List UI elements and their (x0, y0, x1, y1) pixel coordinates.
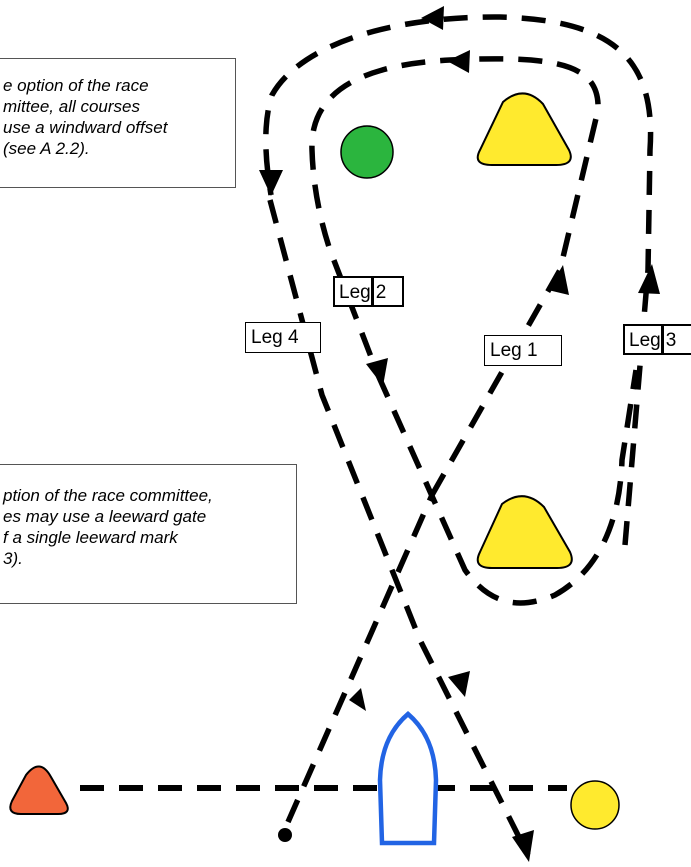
offset-mark-green (340, 125, 394, 179)
leg-word: Leg (490, 340, 522, 361)
leg-4-label: Leg 4 (245, 322, 321, 353)
arrow-icon (448, 671, 470, 697)
leg-1-label: Leg 1 (484, 335, 562, 366)
note-line: (see A 2.2). (3, 139, 90, 158)
leg-word: Leg (629, 330, 661, 351)
note-windward-offset: e option of the race mittee, all courses… (0, 58, 236, 188)
leg-number: 3 (660, 326, 678, 353)
note-line: mittee, all courses (3, 97, 140, 116)
leg-word: Leg (251, 327, 283, 348)
course-line-leg1-leg2-loop (309, 56, 601, 497)
note-leeward-gate: ption of the race committee, es may use … (0, 464, 297, 604)
leg-word: Leg (339, 282, 371, 303)
committee-mark-yellow (570, 780, 620, 830)
leg-number: 4 (287, 327, 299, 348)
arrow-icon (259, 170, 283, 196)
start-pin-dot (278, 828, 292, 842)
course-line-gate-loop (375, 369, 639, 606)
leg-number: 2 (370, 278, 388, 305)
note-line: ption of the race committee, (3, 486, 213, 505)
course-line-leg4 (267, 199, 531, 857)
arrow-icon (548, 265, 569, 295)
leg-number: 1 (526, 340, 538, 361)
arrow-icon (512, 830, 534, 862)
leeward-mark-yellow (476, 495, 573, 569)
windward-mark-yellow (476, 92, 572, 166)
arrow-icon (421, 6, 444, 30)
arrow-icon (366, 358, 388, 386)
arrow-icon (638, 264, 660, 294)
course-line-leg3-leg4-loop (263, 14, 654, 546)
course-line-start-leg1 (285, 493, 435, 824)
arrow-icon (447, 50, 470, 73)
note-line: es may use a leeward gate (3, 507, 207, 526)
note-line: 3). (3, 549, 23, 568)
note-line: use a windward offset (3, 118, 168, 137)
committee-boat (377, 711, 439, 846)
note-line: f a single leeward mark (3, 528, 178, 547)
note-line: e option of the race (3, 76, 149, 95)
start-pin-mark-orange (9, 765, 69, 815)
arrow-icon (349, 688, 366, 711)
